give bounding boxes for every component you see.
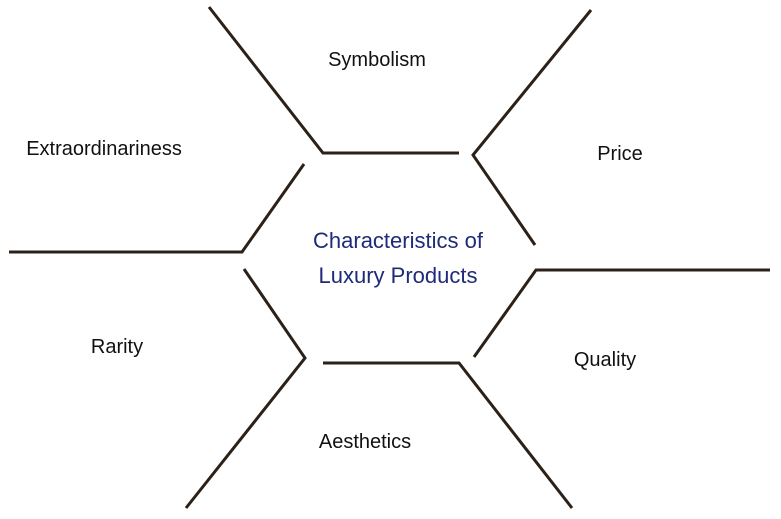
label-quality: Quality xyxy=(574,349,636,371)
label-price: Price xyxy=(597,143,643,165)
divider-rarity-aesthetics xyxy=(184,268,307,509)
divider-extraordinariness-rarity xyxy=(9,163,306,254)
label-symbolism: Symbolism xyxy=(328,49,426,71)
label-aesthetics: Aesthetics xyxy=(319,431,411,453)
center-title: Characteristics of xyxy=(313,228,484,253)
divider-price-quality xyxy=(472,268,770,358)
center-title-line-2: Luxury Products xyxy=(319,263,478,288)
divider-symbolism-extraordinariness xyxy=(207,6,459,155)
divider-symbolism-price xyxy=(471,9,593,246)
label-extraordinariness: Extraordinariness xyxy=(26,138,182,160)
divider-aesthetics-quality xyxy=(323,361,574,509)
label-rarity: Rarity xyxy=(91,336,143,358)
center-title-line-1: Characteristics of xyxy=(313,228,484,253)
center-title-second: Luxury Products xyxy=(319,263,478,288)
divider-lines xyxy=(9,6,770,509)
